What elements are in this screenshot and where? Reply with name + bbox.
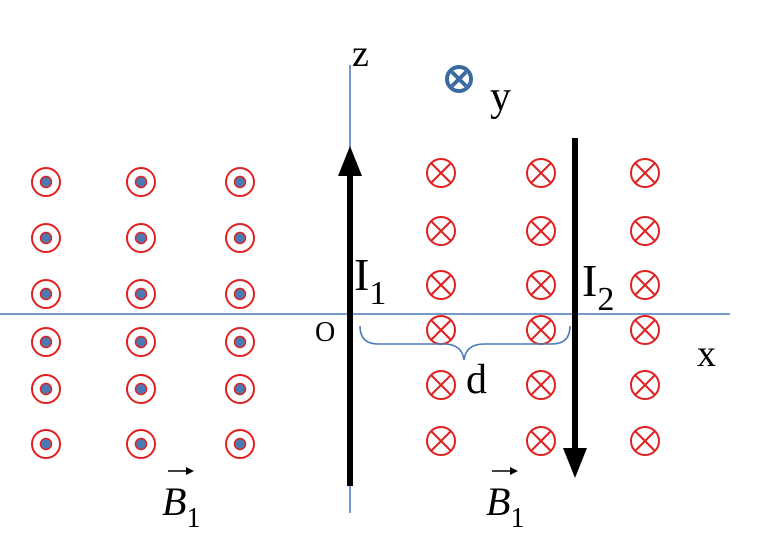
y-axis-into-page-icon bbox=[445, 65, 473, 93]
field-out-of-page-icon bbox=[31, 327, 61, 357]
current-i1-label: I1 bbox=[354, 249, 386, 312]
field-into-page-icon bbox=[526, 315, 556, 345]
field-into-page-icon bbox=[426, 370, 456, 400]
field-into-page-icon bbox=[526, 270, 556, 300]
field-into-page-icon bbox=[426, 315, 456, 345]
y-axis-label: y bbox=[490, 74, 511, 120]
svg-text:B1: B1 bbox=[162, 479, 200, 534]
field-into-page-icon bbox=[630, 216, 660, 246]
field-out-of-page-icon bbox=[225, 279, 255, 309]
field-out-of-page-icon bbox=[126, 167, 156, 197]
field-into-page-icon bbox=[526, 216, 556, 246]
field-out-of-page-icon bbox=[31, 279, 61, 309]
field-out-of-page-icon bbox=[126, 223, 156, 253]
svg-text:B1: B1 bbox=[486, 479, 524, 534]
field-out-of-page-icon bbox=[126, 327, 156, 357]
field-out-of-page-icon bbox=[126, 429, 156, 459]
field-out-of-page-icon bbox=[126, 279, 156, 309]
field-out-of-page-group bbox=[31, 167, 255, 459]
z-axis-label: z bbox=[352, 33, 369, 75]
field-out-of-page-icon bbox=[31, 429, 61, 459]
field-out-of-page-icon bbox=[225, 429, 255, 459]
field-out-of-page-icon bbox=[225, 327, 255, 357]
field-out-of-page-icon bbox=[225, 374, 255, 404]
field-b1-label-right: B1 bbox=[486, 467, 524, 534]
field-out-of-page-icon bbox=[225, 223, 255, 253]
field-out-of-page-icon bbox=[31, 167, 61, 197]
distance-brace bbox=[359, 325, 571, 361]
field-b1-label-left: B1 bbox=[162, 467, 200, 534]
field-into-page-icon bbox=[630, 426, 660, 456]
field-out-of-page-icon bbox=[31, 374, 61, 404]
field-into-page-icon bbox=[526, 426, 556, 456]
field-into-page-icon bbox=[426, 426, 456, 456]
wire-i1-arrowhead bbox=[338, 146, 362, 176]
field-into-page-icon bbox=[630, 315, 660, 345]
wire-i2-arrowhead bbox=[563, 448, 587, 478]
field-out-of-page-icon bbox=[225, 167, 255, 197]
field-into-page-icon bbox=[630, 158, 660, 188]
x-axis-label: x bbox=[697, 333, 716, 375]
origin-label: O bbox=[315, 317, 335, 348]
current-i2-label: I2 bbox=[582, 255, 614, 318]
field-into-page-icon bbox=[630, 370, 660, 400]
field-into-page-group bbox=[426, 158, 660, 456]
field-out-of-page-icon bbox=[126, 374, 156, 404]
field-into-page-icon bbox=[426, 216, 456, 246]
field-out-of-page-icon bbox=[31, 223, 61, 253]
field-into-page-icon bbox=[426, 270, 456, 300]
field-into-page-icon bbox=[630, 270, 660, 300]
field-into-page-icon bbox=[426, 158, 456, 188]
field-into-page-icon bbox=[526, 158, 556, 188]
field-into-page-icon bbox=[526, 370, 556, 400]
distance-label: d bbox=[466, 357, 487, 403]
